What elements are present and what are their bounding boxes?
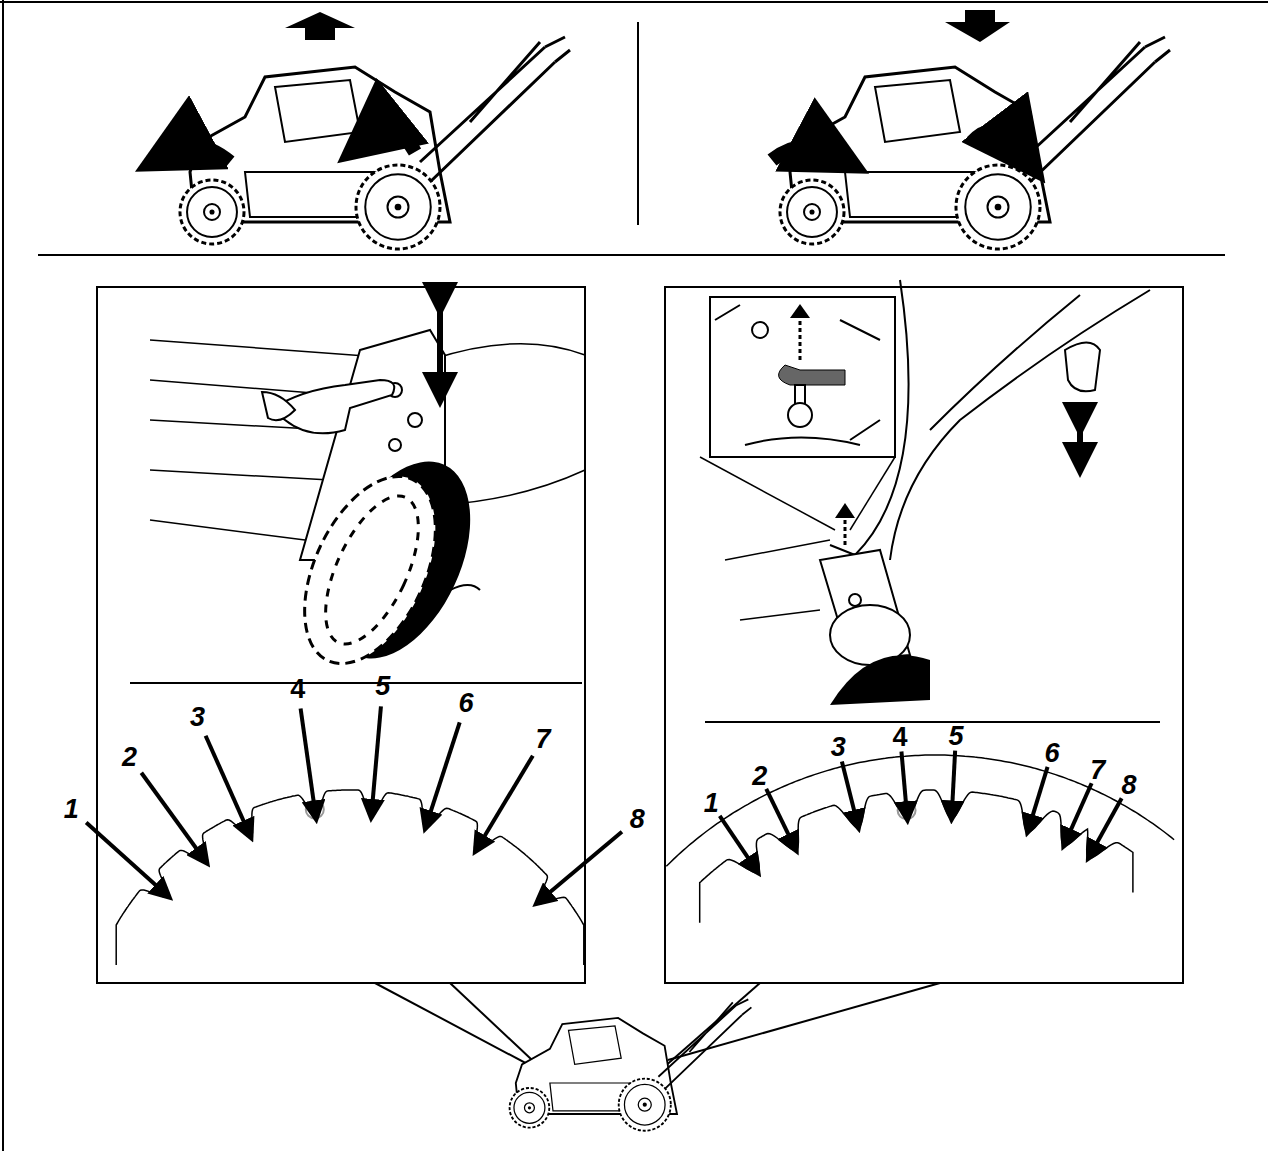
- adjust-arrow: [172, 146, 230, 162]
- frame-line: [2, 0, 4, 1151]
- pointer-arrow: [206, 736, 249, 832]
- down-arrow: [965, 10, 995, 22]
- pointer-arrow: [1029, 767, 1047, 826]
- wheel-rim: [365, 174, 431, 240]
- pointer-arrow: [766, 789, 793, 845]
- pointer-arrow: [141, 773, 203, 858]
- wheel-detail: [150, 300, 585, 684]
- wheel-hub: [638, 1098, 651, 1111]
- callout-line: [668, 983, 940, 1060]
- mower-group: [172, 37, 1170, 1131]
- divider-line: [637, 22, 639, 225]
- detail-panel: [97, 287, 585, 983]
- wheel-hub: [388, 197, 409, 218]
- divider-line: [38, 254, 1225, 256]
- callout-number: 3: [831, 733, 846, 760]
- callout-number: 2: [752, 762, 767, 789]
- wheel: [619, 1079, 671, 1131]
- wheel-axle: [643, 1103, 647, 1107]
- adjust-arrow: [772, 147, 832, 160]
- mower-cover: [875, 80, 960, 142]
- pointer-arrow: [372, 706, 381, 811]
- callout-number: 8: [630, 806, 645, 833]
- height-scale: [700, 790, 1133, 923]
- wheel-hub: [204, 204, 220, 220]
- callout-number: 1: [64, 796, 79, 823]
- wheel-hub: [804, 204, 820, 220]
- mower-cover: [569, 1026, 622, 1064]
- callout-number: 6: [458, 690, 473, 717]
- mower-handle: [420, 42, 555, 182]
- lever-detail: [700, 280, 1150, 705]
- pointer-arrow: [301, 708, 316, 812]
- callout-number: 3: [190, 704, 205, 731]
- down-arrow: [945, 22, 1010, 42]
- separator-line: [705, 721, 1160, 723]
- mower-handle: [736, 999, 752, 1015]
- pointer-arrow: [427, 722, 459, 822]
- adjust-arrow: [370, 130, 415, 152]
- scale-group: [86, 706, 1174, 965]
- pointer-arrow: [952, 751, 955, 813]
- wheel-rim: [187, 187, 237, 237]
- callout-number: 7: [536, 725, 551, 752]
- spacer: [97, 983, 375, 984]
- wheel-axle: [528, 1106, 531, 1109]
- wheel-rim: [787, 187, 837, 237]
- pointer-arrow: [842, 761, 857, 821]
- callout-number: 5: [375, 673, 390, 700]
- pointer-arrow: [720, 816, 755, 867]
- wheel: [780, 180, 844, 244]
- mower-cover: [275, 80, 360, 142]
- mower-handle: [1145, 37, 1170, 62]
- mower-handle: [545, 37, 570, 62]
- wheel-hub: [524, 1103, 534, 1113]
- wheel: [510, 1088, 550, 1128]
- adjust-arrow: [972, 131, 1020, 150]
- callout-number: 7: [1090, 756, 1105, 783]
- mower-handle: [1020, 42, 1155, 182]
- callout-number: 4: [893, 723, 908, 750]
- wheel: [356, 165, 440, 249]
- pointer-arrow: [1092, 798, 1122, 852]
- wheel-hub: [988, 197, 1009, 218]
- wheel: [956, 165, 1040, 249]
- callout-number: 5: [948, 722, 963, 749]
- mower: [510, 999, 752, 1130]
- detail-panel: [665, 287, 1183, 983]
- wheel-axle: [209, 209, 214, 214]
- wheel-rim: [624, 1084, 665, 1125]
- scale-outline: [666, 755, 1174, 866]
- pointer-arrow: [479, 756, 533, 846]
- callout-number: 8: [1121, 772, 1136, 799]
- pointer-arrow: [542, 832, 622, 899]
- callout-number: 4: [290, 675, 305, 702]
- separator-line: [130, 682, 582, 684]
- wheel: [180, 180, 244, 244]
- callout-number: 6: [1044, 739, 1059, 766]
- wheel-rim: [965, 174, 1031, 240]
- up-arrow: [285, 12, 355, 40]
- pointer-arrow: [901, 751, 906, 813]
- mower: [172, 37, 570, 249]
- callout-number: 1: [704, 790, 719, 817]
- height-scale: [116, 790, 584, 965]
- pointer-arrow: [1066, 783, 1091, 840]
- wheel-axle: [809, 209, 814, 214]
- mower-handle: [658, 1002, 742, 1089]
- callout-line: [375, 983, 548, 1075]
- wheel-rim: [514, 1092, 545, 1123]
- callout-number: 2: [122, 743, 137, 770]
- mower: [772, 37, 1170, 249]
- frame-line: [0, 1, 1268, 3]
- wheel-axle: [995, 204, 1002, 211]
- wheel-axle: [395, 204, 402, 211]
- callout-line: [655, 983, 760, 1075]
- pointer-arrow: [86, 822, 164, 892]
